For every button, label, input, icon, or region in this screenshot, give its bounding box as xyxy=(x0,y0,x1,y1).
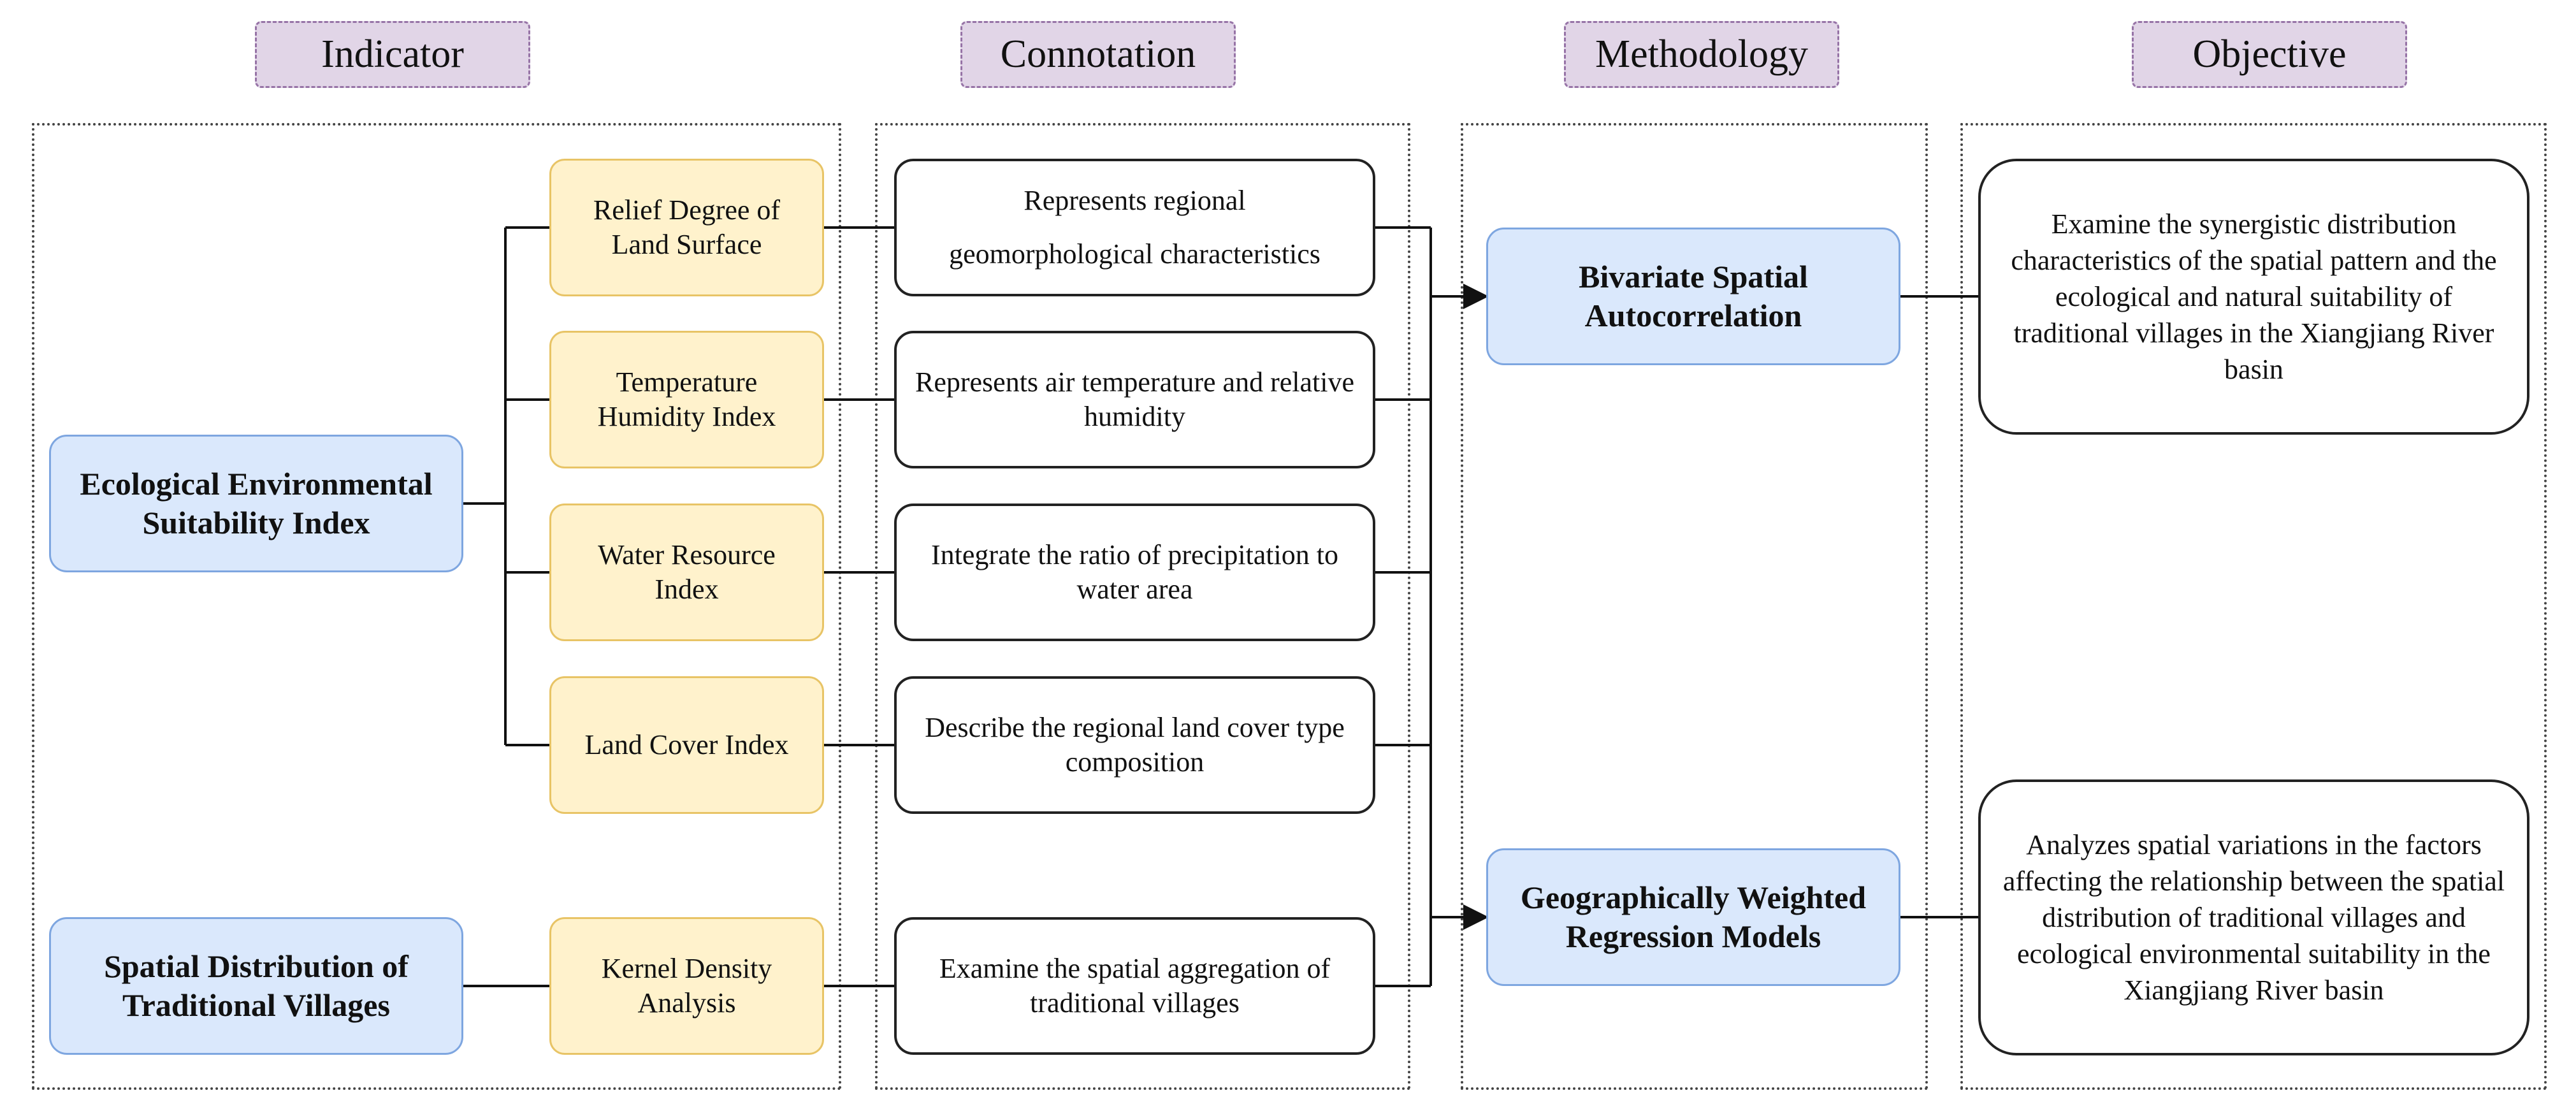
header-connotation: Connotation xyxy=(960,21,1236,88)
gwr-method-box: Geographically Weighted Regression Model… xyxy=(1486,848,1900,986)
relief-connotation-line1: Represents regional xyxy=(1024,185,1246,216)
bivariate-objective-box: Examine the synergistic distribution cha… xyxy=(1978,159,2529,435)
header-methodology: Methodology xyxy=(1564,21,1839,88)
water-connotation-box: Integrate the ratio of precipitation to … xyxy=(894,504,1375,641)
relief-connotation-box: Represents regional geomorphological cha… xyxy=(894,159,1375,296)
land-cover-label: Land Cover Index xyxy=(584,729,789,761)
bivariate-method-box: Bivariate Spatial Autocorrelation xyxy=(1486,228,1900,365)
relief-degree-label: Relief Degree of Land Surface xyxy=(593,194,781,260)
bivariate-objective-label: Examine the synergistic distribution cha… xyxy=(2011,208,2497,386)
thi-box: Temperature Humidity Index xyxy=(549,331,824,468)
panel-objective xyxy=(1960,123,2547,1090)
panel-methodology xyxy=(1461,123,1928,1090)
spatial-distribution-label: Spatial Distribution of Traditional Vill… xyxy=(104,948,409,1023)
land-cover-box: Land Cover Index xyxy=(549,676,824,814)
thi-connotation-box: Represents air temperature and relative … xyxy=(894,331,1375,468)
kernel-density-box: Kernel Density Analysis xyxy=(549,917,824,1055)
panel-indicator xyxy=(32,123,841,1090)
panel-connotation xyxy=(875,123,1410,1090)
gwr-objective-label: Analyzes spatial variations in the facto… xyxy=(2002,829,2505,1006)
land-connotation-box: Describe the regional land cover type co… xyxy=(894,676,1375,814)
gwr-objective-box: Analyzes spatial variations in the facto… xyxy=(1978,779,2529,1055)
water-resource-label: Water Resource Index xyxy=(598,539,776,605)
water-connotation-label: Integrate the ratio of precipitation to … xyxy=(931,539,1338,605)
eco-suitability-index-box: Ecological Environmental Suitability Ind… xyxy=(49,435,463,572)
kernel-connotation-label: Examine the spatial aggregation of tradi… xyxy=(939,953,1331,1018)
relief-degree-box: Relief Degree of Land Surface xyxy=(549,159,824,296)
header-indicator: Indicator xyxy=(255,21,530,88)
water-resource-box: Water Resource Index xyxy=(549,504,824,641)
bivariate-method-label: Bivariate Spatial Autocorrelation xyxy=(1579,259,1808,333)
kernel-density-label: Kernel Density Analysis xyxy=(601,953,772,1018)
land-connotation-label: Describe the regional land cover type co… xyxy=(925,712,1345,778)
kernel-connotation-box: Examine the spatial aggregation of tradi… xyxy=(894,917,1375,1055)
spatial-distribution-box: Spatial Distribution of Traditional Vill… xyxy=(49,917,463,1055)
thi-label: Temperature Humidity Index xyxy=(597,366,776,432)
header-objective: Objective xyxy=(2132,21,2407,88)
gwr-method-label: Geographically Weighted Regression Model… xyxy=(1520,880,1867,954)
thi-connotation-label: Represents air temperature and relative … xyxy=(915,366,1354,432)
eco-suitability-index-label: Ecological Environmental Suitability Ind… xyxy=(80,466,433,540)
relief-connotation-line2: geomorphological characteristics xyxy=(949,238,1321,270)
